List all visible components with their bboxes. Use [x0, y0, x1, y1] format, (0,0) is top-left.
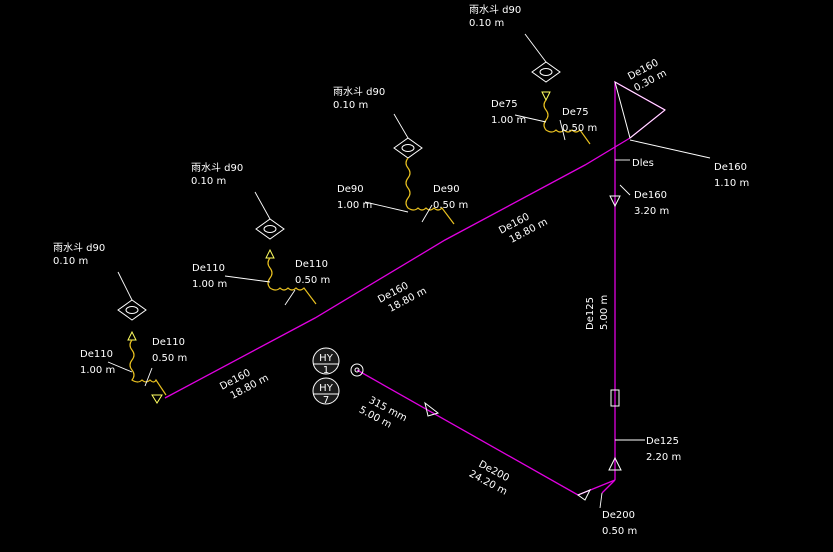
hy-marker-2: HY 7 [312, 377, 340, 406]
branch-label-len: 0.50 m [433, 200, 468, 211]
riser-vertical-size: De125 [585, 297, 596, 330]
roof-hopper-icon [614, 80, 666, 139]
drain-label-1-len: 0.10 m [53, 256, 88, 267]
hy-marker-2-bottom: 7 [323, 395, 329, 406]
branch-label-size: De75 [491, 99, 518, 110]
branch-label-len: 1.00 m [491, 115, 526, 126]
elbow-icon [576, 489, 592, 501]
hose-1 [129, 339, 167, 396]
branch-label-len: 1.00 m [337, 200, 372, 211]
roof-drain-2 [254, 191, 285, 259]
hose-2 [267, 257, 317, 305]
branch-labels: De110 1.00 m De110 0.50 m De110 1.00 m D… [80, 99, 597, 376]
branch-label-len: 0.50 m [152, 353, 187, 364]
riser-right-len: 1.10 m [714, 178, 749, 189]
branch-label-len: 0.50 m [562, 123, 597, 134]
branch-label-size: De90 [337, 184, 364, 195]
leader-lines [107, 114, 711, 509]
branch-label-size: De90 [433, 184, 460, 195]
branch-label-len: 0.50 m [295, 275, 330, 286]
branch-label-size: De75 [562, 107, 589, 118]
drain-label-2-name: 雨水斗 d90 [191, 162, 243, 174]
branch-label-len: 1.00 m [192, 279, 227, 290]
drain-label-3-len: 0.10 m [333, 100, 368, 111]
outlet-symbol [350, 363, 364, 377]
branch-label-len: 1.00 m [80, 365, 115, 376]
roof-drain-3 [393, 113, 423, 159]
main-pipe [164, 137, 631, 399]
riser-labels: De160 0.30 m De160 1.10 m Dles De160 3.2… [585, 57, 749, 537]
branch-label-size: De110 [152, 337, 185, 348]
branch-label-size: De110 [80, 349, 113, 360]
drain-label-3-name: 雨水斗 d90 [333, 86, 385, 98]
branch-label-size: De110 [295, 259, 328, 270]
drain-labels: 雨水斗 d90 0.10 m 雨水斗 d90 0.10 m 雨水斗 d90 0.… [53, 4, 521, 267]
hy-marker-1: HY 1 [312, 347, 340, 376]
riser-vertical-len: 5.00 m [599, 295, 610, 330]
riser-dles: Dles [632, 158, 654, 169]
hy-marker-2-top: HY [319, 383, 334, 394]
riser-right-size: De160 [714, 162, 747, 173]
arrow-up-icon [608, 456, 622, 471]
riser-mid-len: 3.20 m [634, 206, 669, 217]
hy-marker-1-top: HY [319, 353, 334, 364]
drain-label-1-name: 雨水斗 d90 [53, 242, 105, 254]
drain-label-4-name: 雨水斗 d90 [469, 4, 521, 16]
roof-drains [117, 33, 666, 404]
hose-4 [543, 99, 591, 145]
branch-label-size: De110 [192, 263, 225, 274]
riser-bottom-size: De200 [602, 510, 635, 521]
riser-lower-size: De125 [646, 436, 679, 447]
arrow-down-icon [609, 195, 621, 208]
roof-drain-4 [524, 33, 561, 102]
riser-mid-size: De160 [634, 190, 667, 201]
drain-label-4-len: 0.10 m [469, 18, 504, 29]
arrow-right-icon [424, 401, 440, 417]
hy-marker-1-bottom: 1 [323, 365, 329, 376]
hose-3 [405, 157, 455, 225]
riser-bottom-stub [601, 479, 616, 494]
flow-arrows [424, 195, 622, 501]
riser-lower-len: 2.20 m [646, 452, 681, 463]
main-labels: De160 18.80 m De160 18.80 m De160 18.80 … [218, 211, 549, 401]
cleanout-icon [610, 389, 620, 407]
riser-bottom-len: 0.50 m [602, 526, 637, 537]
drain-label-2-len: 0.10 m [191, 176, 226, 187]
flex-hoses [129, 99, 591, 396]
